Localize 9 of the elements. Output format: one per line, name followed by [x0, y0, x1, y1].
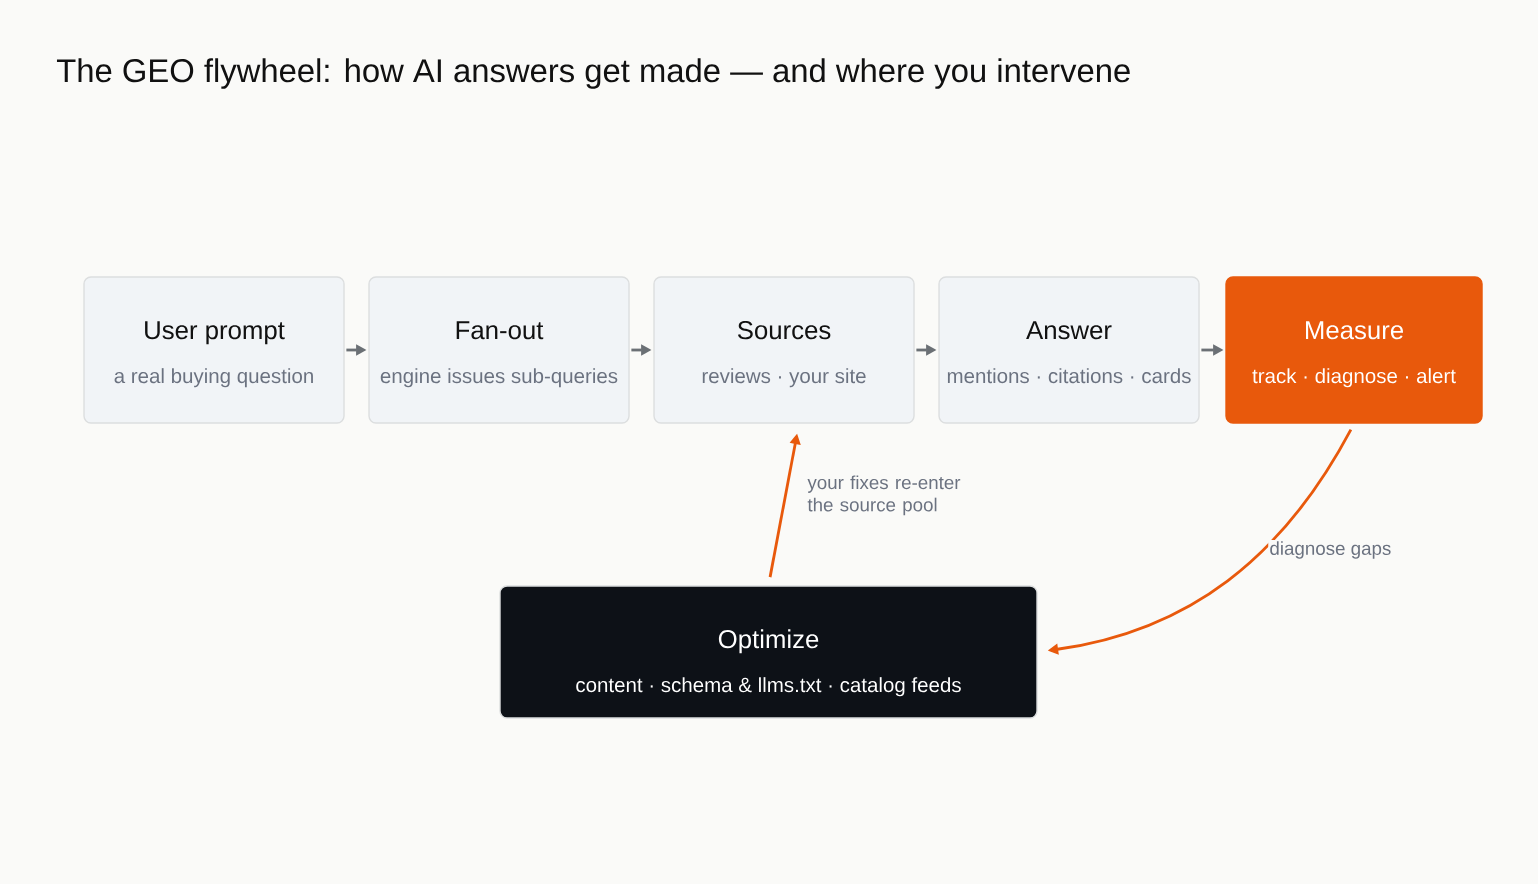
highlight-box: Measure track · diagnose · alert: [1225, 276, 1483, 424]
process-box: Optimize content · schema & llms.txt · catalog feeds: [499, 585, 1038, 719]
process-box: Answer mentions · citations · cards: [938, 276, 1200, 424]
title: The GEO flywheel: how AI answers get made — and where you intervene: [57, 58, 1130, 89]
process-box: User prompt a real buying question: [83, 276, 345, 424]
process-box: Sources reviews · your site: [653, 276, 915, 424]
process-box: Fan-out engine issues sub-queries: [368, 276, 630, 424]
edge-label: diagnose gaps: [1268, 540, 1393, 560]
edge-label: your fixes re-enter the source pool: [806, 474, 976, 517]
